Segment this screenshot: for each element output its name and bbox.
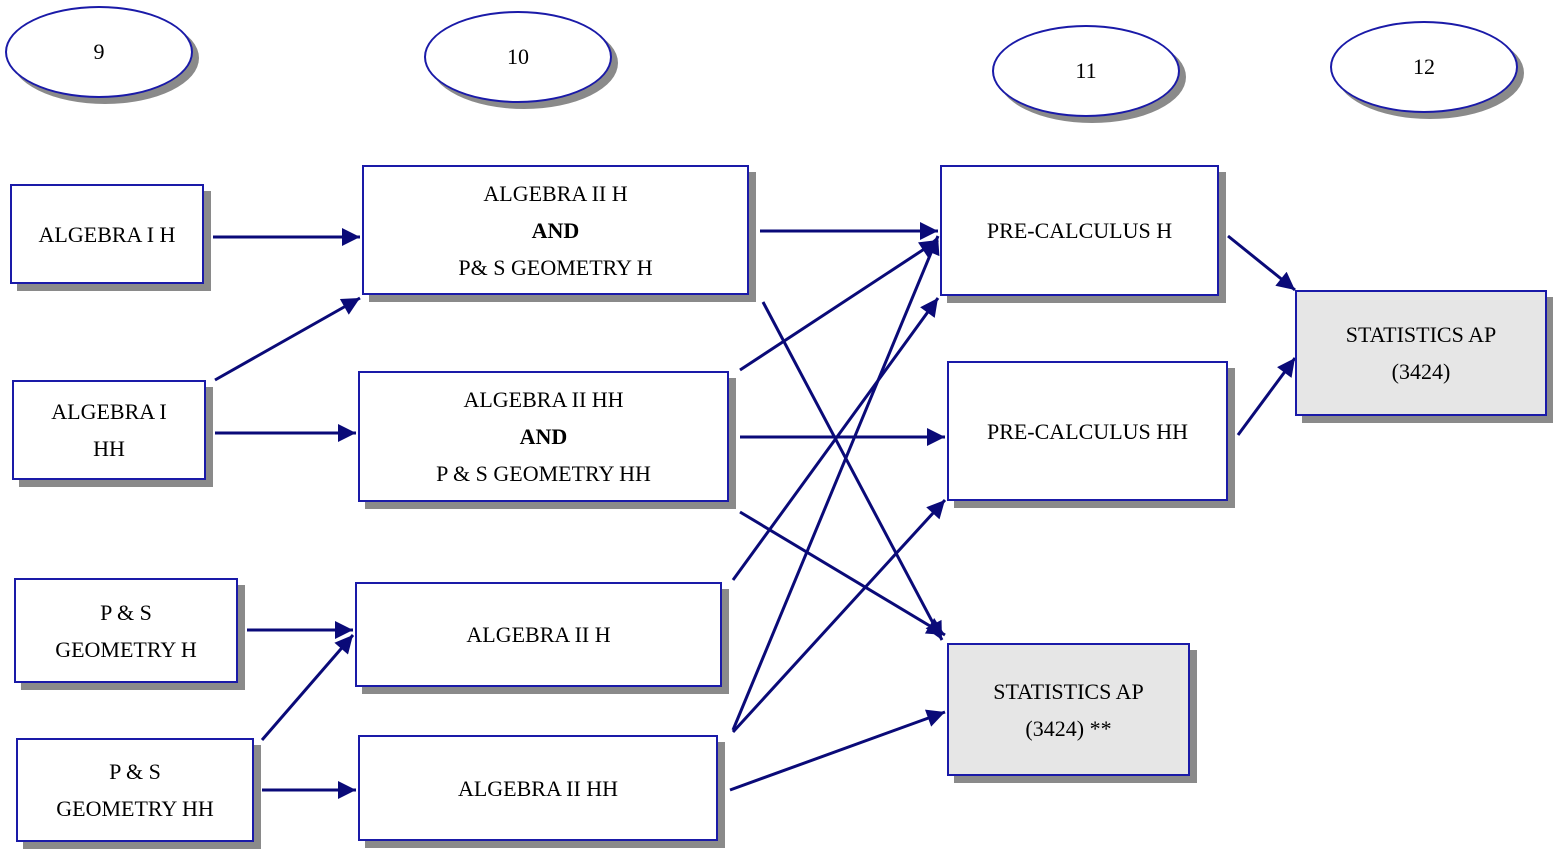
course-code: (3424) ** [1025,715,1112,741]
arrow-precalchh-to-stats12 [1236,357,1297,436]
course-label: PRE-CALCULUS H [986,218,1173,243]
course-label: STATISTICS AP [1345,322,1497,347]
grade-12-ellipse: 12 [1330,21,1518,113]
course-algebra-2-hh: ALGEBRA II HH [358,735,718,841]
course-label: P& S GEOMETRY H [458,254,653,280]
and-label: AND [531,217,580,243]
course-label: STATISTICS AP [993,678,1144,704]
course-label: GEOMETRY H [55,636,197,662]
arrow-alg2hh-to-precalch [731,235,940,731]
course-label: ALGEBRA II H [483,180,628,206]
grade-11-ellipse: 11 [992,25,1180,117]
course-label: P & S [100,599,152,625]
course-statistics-ap-grade-11: STATISTICS AP (3424) ** [947,643,1190,776]
grade-9-ellipse: 9 [5,6,193,98]
course-label: PRE-CALCULUS HH [986,418,1189,444]
course-pre-calculus-hh: PRE-CALCULUS HH [947,361,1228,501]
grade-10-ellipse: 10 [424,11,612,103]
arrow-alg2hh-and-to-stats11 [739,510,946,637]
arrow-alg2h-and-to-stats11 [761,301,944,641]
and-label: AND [519,424,568,449]
arrow-alg2hh-to-stats11 [729,709,946,792]
arrow-psgeohh-to-alg2h [260,634,355,741]
grade-10-label: 10 [507,44,529,69]
arrow-alg2hh-and-to-precalch [739,238,939,372]
arrow-alg2h-to-precalch [731,297,940,581]
course-label: ALGEBRA I H [38,221,176,247]
arrow-alg1hh-to-alg2h-and [214,296,361,382]
course-ps-geometry-h: P & S GEOMETRY H [14,578,238,683]
course-label: P & S [109,759,161,784]
grade-12-label: 12 [1413,54,1435,79]
course-pre-calculus-h: PRE-CALCULUS H [940,165,1219,296]
course-algebra-1-h: ALGEBRA I H [10,184,204,284]
course-label: HH [93,436,125,461]
course-statistics-ap-grade-12: STATISTICS AP (3424) [1295,290,1547,416]
arrow-precalch-to-stats12 [1227,234,1296,292]
course-algebra-1-hh: ALGEBRA I HH [12,380,206,480]
course-ps-geometry-hh: P & S GEOMETRY HH [16,738,254,842]
grade-9-label: 9 [93,39,105,64]
course-label: GEOMETRY HH [56,796,214,821]
grade-11-label: 11 [1075,58,1097,83]
course-label: ALGEBRA II HH [463,387,624,412]
course-label: ALGEBRA II H [466,622,611,647]
course-label: P & S GEOMETRY HH [436,461,651,486]
course-code: (3424) [1391,359,1451,384]
course-algebra-2-h: ALGEBRA II H [355,582,722,687]
course-label: ALGEBRA I [51,399,167,424]
course-label: ALGEBRA II HH [457,775,619,801]
course-algebra-2-hh-and-ps-geometry-hh: ALGEBRA II HH AND P & S GEOMETRY HH [358,371,729,502]
arrow-alg2hh-to-precalchh [731,498,947,734]
course-algebra-2-h-and-ps-geometry-h: ALGEBRA II H AND P& S GEOMETRY H [362,165,749,295]
